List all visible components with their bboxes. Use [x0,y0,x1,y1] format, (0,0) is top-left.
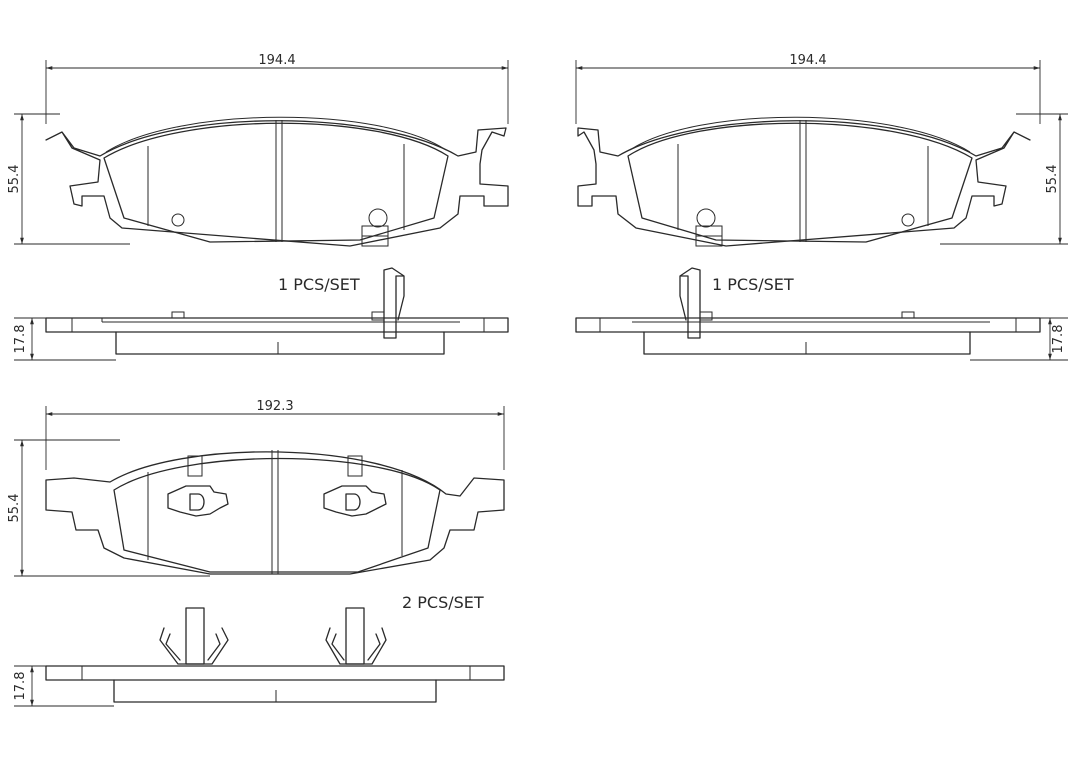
width-dimension-label: 192.3 [256,399,293,414]
quantity-label: 1 PCS/SET [278,275,360,294]
pad-bottom-dimensions: 192.3 55.4 [7,399,505,577]
height-dimension-label: 55.4 [1045,165,1060,194]
quantity-label: 1 PCS/SET [712,275,794,294]
width-dimension-label: 194.4 [258,53,295,68]
pad-bottom-side-view: 17.8 [13,607,505,707]
friction-material-outline [627,122,973,243]
thickness-dimension-label: 17.8 [13,672,28,701]
height-dimension-label: 55.4 [7,494,22,523]
backing-plate-outline [577,120,1031,247]
pad-top-right-side-view: 17.8 [575,267,1068,361]
height-dimension-label: 55.4 [7,165,22,194]
pad-top-right-front-view [577,116,1031,247]
friction-material-outline [113,457,441,573]
pad-top-right-dimensions: 194.4 55.4 [575,53,1068,245]
thickness-dimension-label: 17.8 [1051,325,1066,354]
backing-plate-outline [45,451,505,575]
quantity-label: 2 PCS/SET [402,593,484,612]
thickness-dimension-label: 17.8 [13,325,28,354]
pad-bottom-front-view [45,450,505,575]
pad-top-left-dimensions: 194.4 55.4 [7,53,509,245]
backing-plate-outline [45,120,509,247]
pad-top-left-side-view: 17.8 [13,267,509,361]
pad-top-left-front-view [45,116,509,247]
friction-material-outline [103,122,449,243]
width-dimension-label: 194.4 [789,53,826,68]
